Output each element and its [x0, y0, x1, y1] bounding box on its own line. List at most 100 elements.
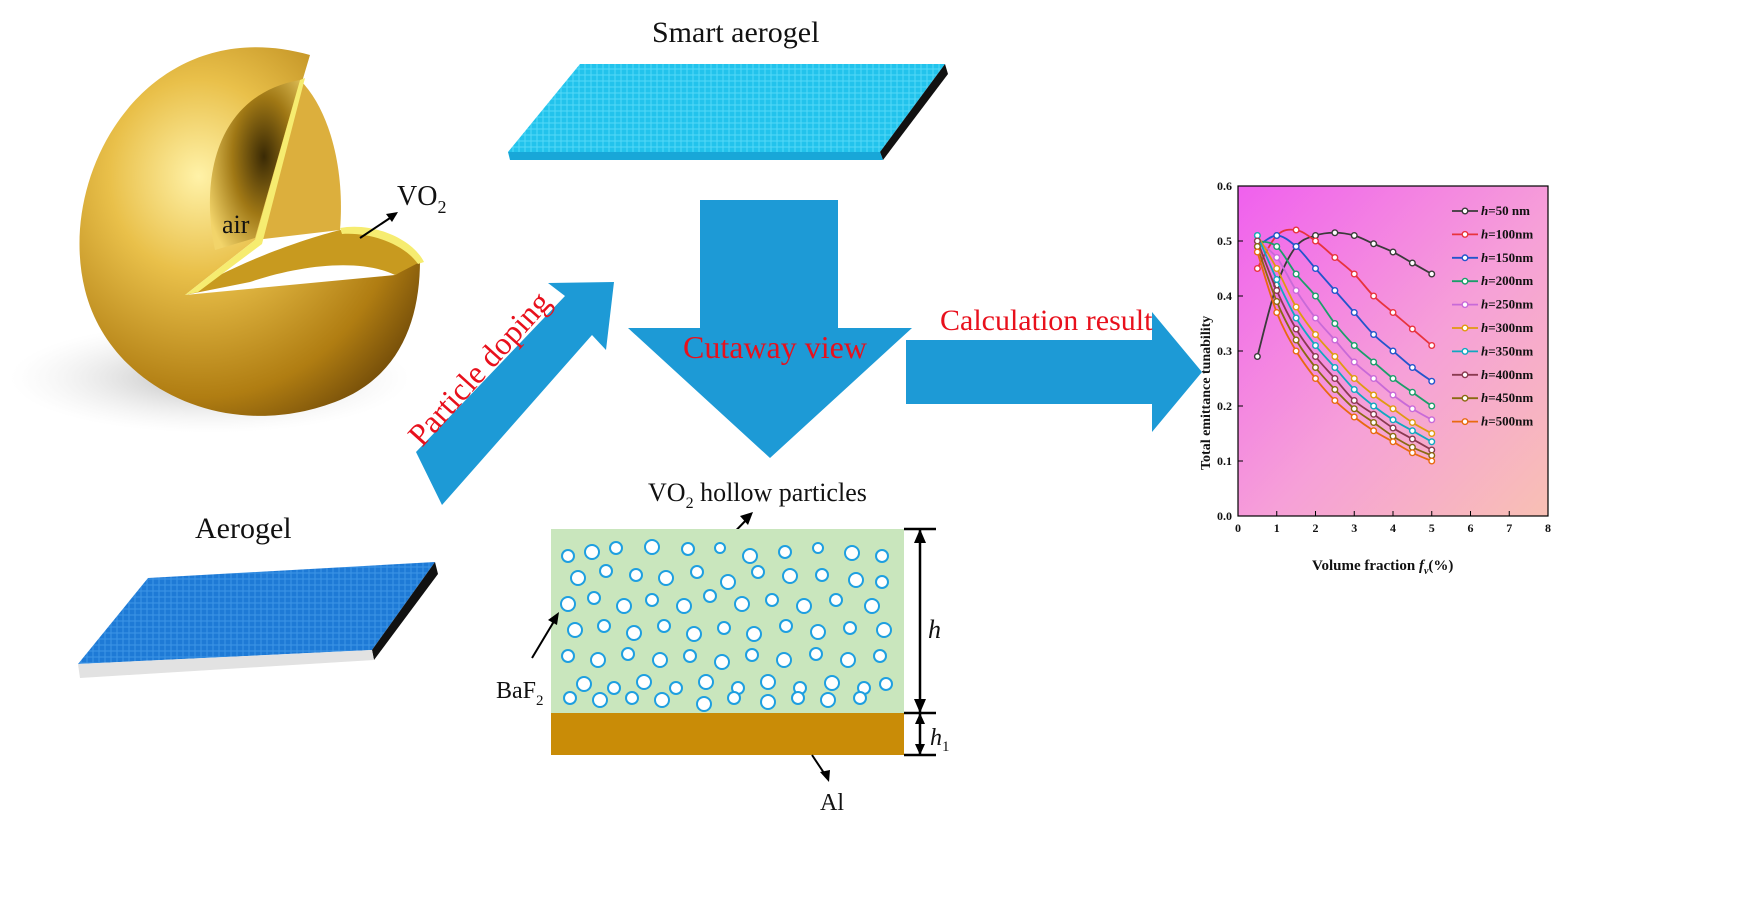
- chart-y-tick-label: 0.3: [1217, 344, 1232, 358]
- chart-data-point: [1331, 320, 1339, 328]
- chart-series-line: [1256, 246, 1433, 457]
- chart-data-point: [1311, 364, 1319, 372]
- vo2-particle: [625, 691, 639, 705]
- chart-data-point: [1350, 413, 1358, 421]
- chart-data-point: [1370, 331, 1378, 339]
- chart-data-point: [1253, 248, 1261, 256]
- smart-aerogel-slab: [508, 64, 948, 160]
- chart-data-point: [1273, 253, 1281, 261]
- chart-data-point: [1331, 397, 1339, 405]
- vo2-particle: [597, 619, 611, 633]
- chart-legend-label: h=500nm: [1481, 414, 1533, 429]
- chart-legend-label: h=150nm: [1481, 250, 1533, 265]
- chart-series-line: [1256, 231, 1433, 357]
- chart-x-tick-label: 3: [1351, 521, 1357, 535]
- chart-data-point: [1408, 364, 1416, 372]
- chart-data-point: [1408, 435, 1416, 443]
- chart-data-point: [1331, 229, 1339, 237]
- vo2-particle: [636, 674, 652, 690]
- chart-data-point: [1292, 226, 1300, 234]
- vo2-particle: [644, 539, 660, 555]
- vo2-particle: [561, 649, 575, 663]
- chart-data-point: [1292, 270, 1300, 278]
- chart-legend-marker: [1461, 254, 1469, 262]
- vo2-particle: [690, 565, 704, 579]
- chart-data-point: [1331, 375, 1339, 383]
- smart-aerogel-title: Smart aerogel: [652, 16, 819, 49]
- chart-data-point: [1311, 331, 1319, 339]
- chart-legend-marker: [1461, 371, 1469, 379]
- chart-data-point: [1370, 402, 1378, 410]
- chart-data-point: [1428, 430, 1436, 438]
- chart-data-point: [1389, 416, 1397, 424]
- particle-doping-arrow: [416, 282, 614, 505]
- chart-legend-label: h=50 nm: [1481, 203, 1530, 218]
- chart-data-point: [1292, 336, 1300, 344]
- al-pointer-arrowhead: [820, 770, 830, 782]
- vo2-particle: [658, 570, 674, 586]
- vo2-particle: [829, 593, 843, 607]
- chart-series-line: [1256, 251, 1433, 462]
- chart-series-line: [1256, 235, 1433, 435]
- chart-legend-marker: [1461, 301, 1469, 309]
- chart-data-point: [1331, 364, 1339, 372]
- chart-data-point: [1370, 419, 1378, 427]
- chart-data-point: [1428, 342, 1436, 350]
- chart-data-point: [1273, 231, 1281, 239]
- vo2-particle: [683, 649, 697, 663]
- vo2-particle: [876, 622, 892, 638]
- chart-legend-label: h=350nm: [1481, 343, 1533, 358]
- vo2-particle: [584, 544, 600, 560]
- chart-data-point: [1370, 427, 1378, 435]
- chart-data-point: [1370, 391, 1378, 399]
- vo2-particle: [560, 596, 576, 612]
- vo2-particle: [734, 596, 750, 612]
- chart-legend-marker: [1461, 347, 1469, 355]
- vo2-particle: [727, 691, 741, 705]
- chart-data-point: [1253, 237, 1261, 245]
- vo2-particle: [791, 691, 805, 705]
- chart-x-tick-label: 6: [1468, 521, 1474, 535]
- vo2-particle: [810, 624, 826, 640]
- calculation-result-label: Calculation result: [940, 304, 1153, 337]
- chart-data-point: [1350, 231, 1358, 239]
- chart-data-point: [1408, 449, 1416, 457]
- vo2-particle: [621, 647, 635, 661]
- chart-data-point: [1389, 432, 1397, 440]
- vo2-particle: [696, 696, 712, 712]
- chart-data-point: [1389, 375, 1397, 383]
- chart-data-point: [1350, 270, 1358, 278]
- chart-data-point: [1389, 438, 1397, 446]
- sphere-inner-wall: [255, 80, 341, 240]
- chart-legend-label: h=300nm: [1481, 320, 1533, 335]
- chart-data-point: [1370, 375, 1378, 383]
- h-label: h: [928, 615, 941, 644]
- chart-data-point: [1408, 325, 1416, 333]
- chart-data-point: [1370, 292, 1378, 300]
- baf2-pointer-line: [531, 617, 557, 659]
- chart-data-point: [1292, 347, 1300, 355]
- chart-data-point: [1428, 377, 1436, 385]
- aerogel-slab: [78, 562, 438, 678]
- vo2-particle: [714, 542, 726, 554]
- al-substrate: [551, 713, 904, 755]
- chart-legend-marker: [1461, 207, 1469, 215]
- chart-y-axis-title: Total emittance tunability: [1199, 316, 1214, 470]
- chart-series-line: [1256, 234, 1433, 382]
- vo2-particle: [809, 647, 823, 661]
- vo2-particle: [778, 545, 792, 559]
- vo2-particle: [760, 694, 776, 710]
- chart-y-tick-label: 0.4: [1217, 289, 1232, 303]
- chart-data-point: [1273, 287, 1281, 295]
- vo2-hollow-rest: hollow particles: [694, 478, 867, 507]
- cutaway-arrow: [628, 200, 912, 458]
- chart-data-point: [1311, 231, 1319, 239]
- vo2-particle: [686, 626, 702, 642]
- chart-data-point: [1408, 405, 1416, 413]
- vo2-particles-pointer-arrowhead: [740, 512, 753, 525]
- h-dimension-arrow-top: [914, 529, 926, 543]
- chart-data-point: [1311, 314, 1319, 322]
- baf2-label-sub: 2: [536, 693, 544, 709]
- vo2-particle: [714, 654, 730, 670]
- vo2-particle: [645, 593, 659, 607]
